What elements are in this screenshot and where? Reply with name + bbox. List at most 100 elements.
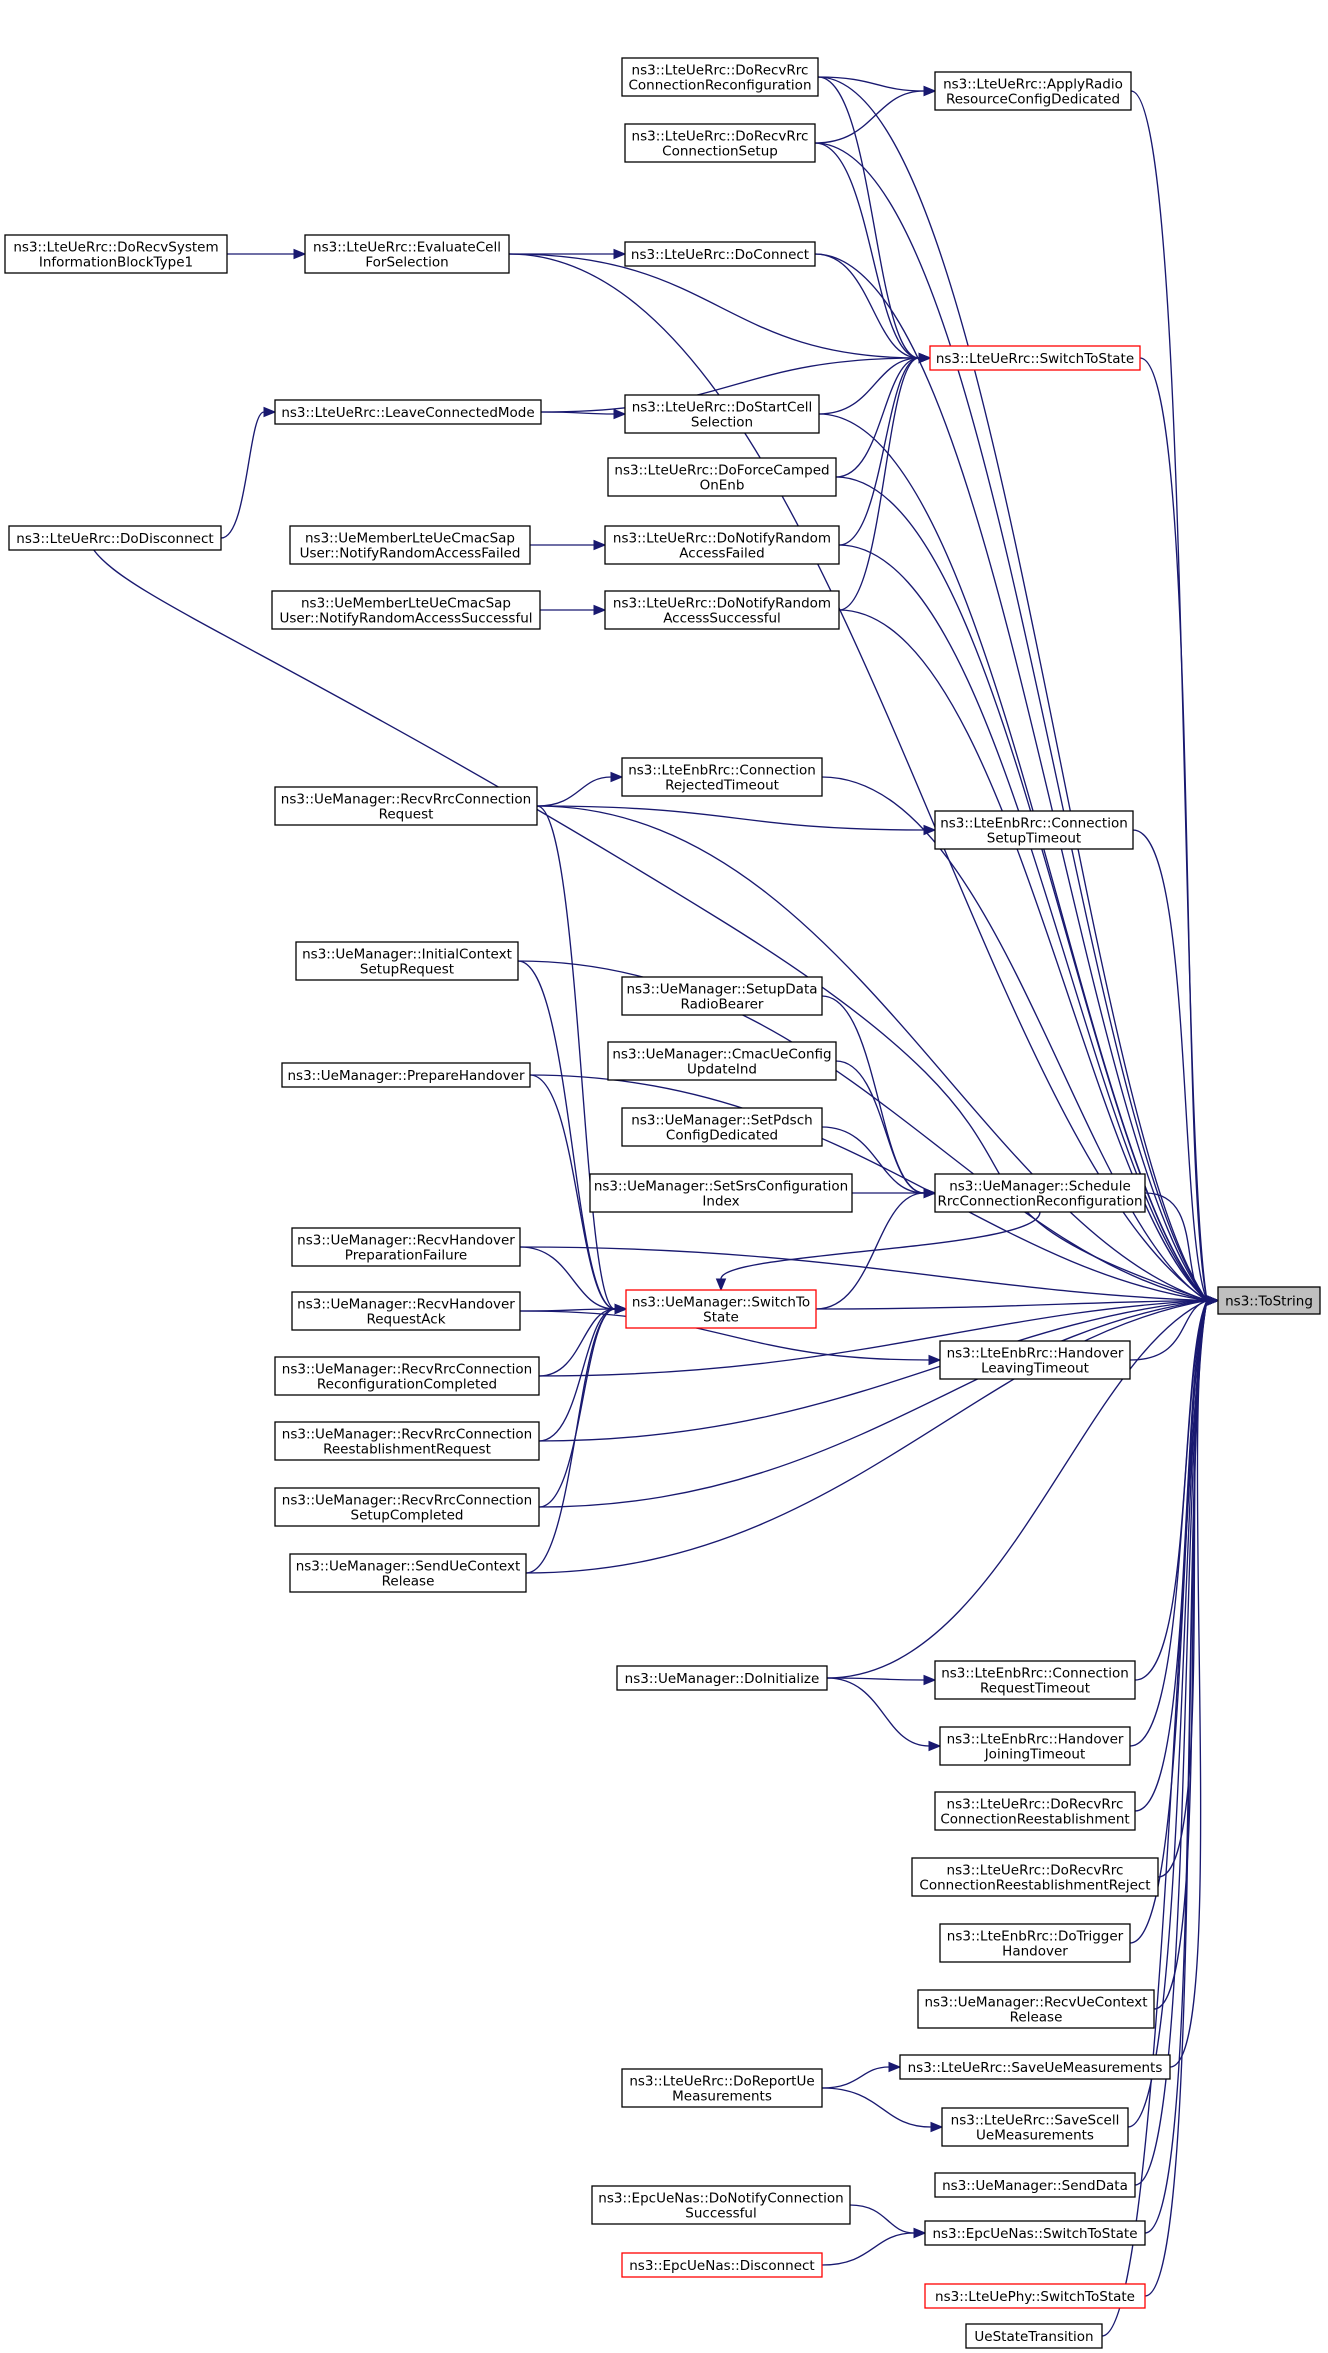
edge-line: [720, 1211, 1041, 1280]
edge-line: [1130, 90, 1208, 1301]
node-label: ns3::UeManager::CmacUeConfig: [612, 1047, 831, 1063]
node-ns3-lteuerrc-leaveconnectedmode[interactable]: ns3::LteUeRrc::LeaveConnectedMode: [274, 399, 542, 425]
node-label: RequestTimeout: [980, 1681, 1090, 1697]
node-box: [589, 1173, 853, 1213]
node-ns3-epcuenas-donotifyconnectionsuccessful[interactable]: ns3::EpcUeNas::DoNotifyConnectionSuccess…: [591, 2185, 851, 2225]
node-ns3-uemanager-senddata[interactable]: ns3::UeManager::SendData: [934, 2172, 1136, 2198]
node-ns3-lteuerrc-switchtostate[interactable]: ns3::LteUeRrc::SwitchToState: [929, 345, 1141, 371]
node-box: [924, 2283, 1146, 2309]
node-ns3-uemanager-doinitialize[interactable]: ns3::UeManager::DoInitialize: [616, 1665, 828, 1691]
node-label: ns3::UeManager::DoInitialize: [625, 1671, 820, 1687]
edge-line: [529, 1074, 1208, 1302]
node-label: ns3::UeMemberLteUeCmacSap: [305, 531, 515, 547]
node-ns3-uememberlteuecmacsapuser-notifyrandomaccessfailed[interactable]: ns3::UeMemberLteUeCmacSapUser::NotifyRan…: [289, 525, 531, 565]
node-ns3-uemanager-recvrrcconnectionreconfigurationcompleted[interactable]: ns3::UeManager::RecvRrcConnectionReconfi…: [274, 1356, 540, 1396]
edge-arrowhead: [1206, 1295, 1220, 1306]
node-label: ns3::LteUeRrc::DoRecvRrc: [947, 1863, 1124, 1879]
node-uestatetransition[interactable]: UeStateTransition: [965, 2323, 1103, 2349]
edge-n35-to-root: [1134, 1295, 1220, 1681]
node-ns3-lteuerrc-dorecvsysteminformationblocktype1[interactable]: ns3::LteUeRrc::DoRecvSystemInformationBl…: [4, 234, 228, 274]
node-box: [591, 2185, 851, 2225]
edge-n34-to-n35: [826, 1674, 937, 1686]
node-ns3-lteuerrc-donotifyrandomaccesssuccessful[interactable]: ns3::LteUeRrc::DoNotifyRandomAccessSucce…: [604, 590, 840, 630]
node-ns3-uemanager-preparehandover[interactable]: ns3::UeManager::PrepareHandover: [281, 1062, 531, 1088]
node-ns3-uemanager-initialcontextsetuprequest[interactable]: ns3::UeManager::InitialContextSetupReque…: [295, 941, 519, 981]
node-label: ns3::UeManager::SetSrsConfiguration: [594, 1179, 848, 1195]
node-ns3-uemanager-schedulerrcconnectionreconfiguration[interactable]: ns3::UeManager::ScheduleRrcConnectionRec…: [934, 1173, 1146, 1213]
node-ns3-lteuerrc-dorecvrrcconnectionreconfiguration[interactable]: ns3::LteUeRrc::DoRecvRrcConnectionReconf…: [621, 57, 819, 97]
edge-arrowhead: [928, 1740, 942, 1752]
edge-n17-to-n18: [536, 805, 937, 836]
node-box: [924, 2220, 1146, 2246]
node-label: ns3::LteUeRrc::DoDisconnect: [16, 531, 213, 547]
node-box: [304, 234, 510, 274]
node-label: RequestAck: [366, 1312, 445, 1328]
node-ns3-epcuenas-switchtostate[interactable]: ns3::EpcUeNas::SwitchToState: [924, 2220, 1146, 2246]
node-label: ns3::LteEnbRrc::Connection: [628, 763, 816, 779]
node-label: ns3::LteUeRrc::SaveScell: [951, 2113, 1120, 2129]
edge-arrowhead: [263, 406, 277, 418]
node-box: [8, 525, 222, 551]
node-ns3-lteuerrc-doconnect[interactable]: ns3::LteUeRrc::DoConnect: [624, 241, 816, 267]
node-ns3-uemanager-recvhandoverpreparationfailure[interactable]: ns3::UeManager::RecvHandoverPreparationF…: [291, 1227, 521, 1267]
node-ns3-uemanager-switchtostate[interactable]: ns3::UeManager::SwitchToState: [625, 1289, 817, 1329]
node-ns3-uemanager-recvrrcconnectionsetupcompleted[interactable]: ns3::UeManager::RecvRrcConnectionSetupCo…: [274, 1487, 540, 1527]
edge-n7-to-root: [1139, 357, 1220, 1306]
node-ns3-uememberlteuecmacsapuser-notifyrandomaccesssuccessful[interactable]: ns3::UeMemberLteUeCmacSapUser::NotifyRan…: [271, 590, 541, 630]
node-box: [939, 1726, 1131, 1766]
node-ns3-uemanager-recvrrcconnectionreestablishmentrequest[interactable]: ns3::UeManager::RecvRrcConnectionReestab…: [274, 1421, 540, 1461]
node-box: [624, 241, 816, 267]
node-label: ns3::UeManager::PrepareHandover: [287, 1068, 524, 1084]
node-label: ns3::LteUeRrc::DoStartCell: [632, 400, 813, 416]
node-label: ForSelection: [365, 255, 448, 271]
edge-arrowhead: [610, 771, 624, 783]
edge-line: [519, 1246, 1208, 1302]
edge-line: [536, 805, 616, 1310]
node-ns3-lteuerrc-saveuemeasurements[interactable]: ns3::LteUeRrc::SaveUeMeasurements: [899, 2054, 1171, 2080]
node-label: ns3::LteUeRrc::DoRecvSystem: [13, 240, 218, 256]
node-ns3-epcuenas-disconnect[interactable]: ns3::EpcUeNas::Disconnect: [621, 2252, 823, 2278]
node-ns3-lteenbrrc-connectionrejectedtimeout[interactable]: ns3::LteEnbRrc::ConnectionRejectedTimeou…: [621, 757, 823, 797]
node-label: Selection: [691, 415, 753, 431]
node-label: ns3::LteUeRrc::DoRecvRrc: [632, 129, 809, 145]
edge-arrowhead: [913, 2227, 927, 2239]
node-ns3-lteuerrc-applyradioresourceconfigdedicated[interactable]: ns3::LteUeRrc::ApplyRadioResourceConfigD…: [934, 71, 1132, 111]
edge-arrowhead: [614, 1303, 628, 1315]
node-ns3-lteuerrc-dodisconnect[interactable]: ns3::LteUeRrc::DoDisconnect: [8, 525, 222, 551]
node-label: ns3::UeManager::RecvRrcConnection: [282, 1427, 532, 1443]
node-box: [624, 123, 816, 163]
edge-n27-to-n25: [815, 1187, 937, 1310]
node-ns3-lteuerrc-donotifyrandomaccessfailed[interactable]: ns3::LteUeRrc::DoNotifyRandomAccessFaile…: [604, 525, 840, 565]
node-label: ResourceConfigDedicated: [946, 92, 1120, 108]
edge-n44-to-root: [1134, 1295, 1220, 2186]
node-ns3-lteuerrc-dorecvrrcconnectionreestablishment[interactable]: ns3::LteUeRrc::DoRecvRrcConnectionReesta…: [934, 1791, 1136, 1831]
node-ns3-tostring[interactable]: ns3::ToString: [1217, 1286, 1321, 1315]
node-ns3-lteuerrc-dorecvrrcconnectionreestablishmentreject[interactable]: ns3::LteUeRrc::DoRecvRrcConnectionReesta…: [911, 1857, 1159, 1897]
node-box: [621, 976, 823, 1016]
edge-arrowhead: [293, 248, 307, 260]
edge-line: [538, 1308, 616, 1508]
node-ns3-lteuephy-switchtostate[interactable]: ns3::LteUePhy::SwitchToState: [924, 2283, 1146, 2309]
node-box: [939, 1340, 1131, 1380]
edge-n3-to-n7: [814, 142, 932, 364]
